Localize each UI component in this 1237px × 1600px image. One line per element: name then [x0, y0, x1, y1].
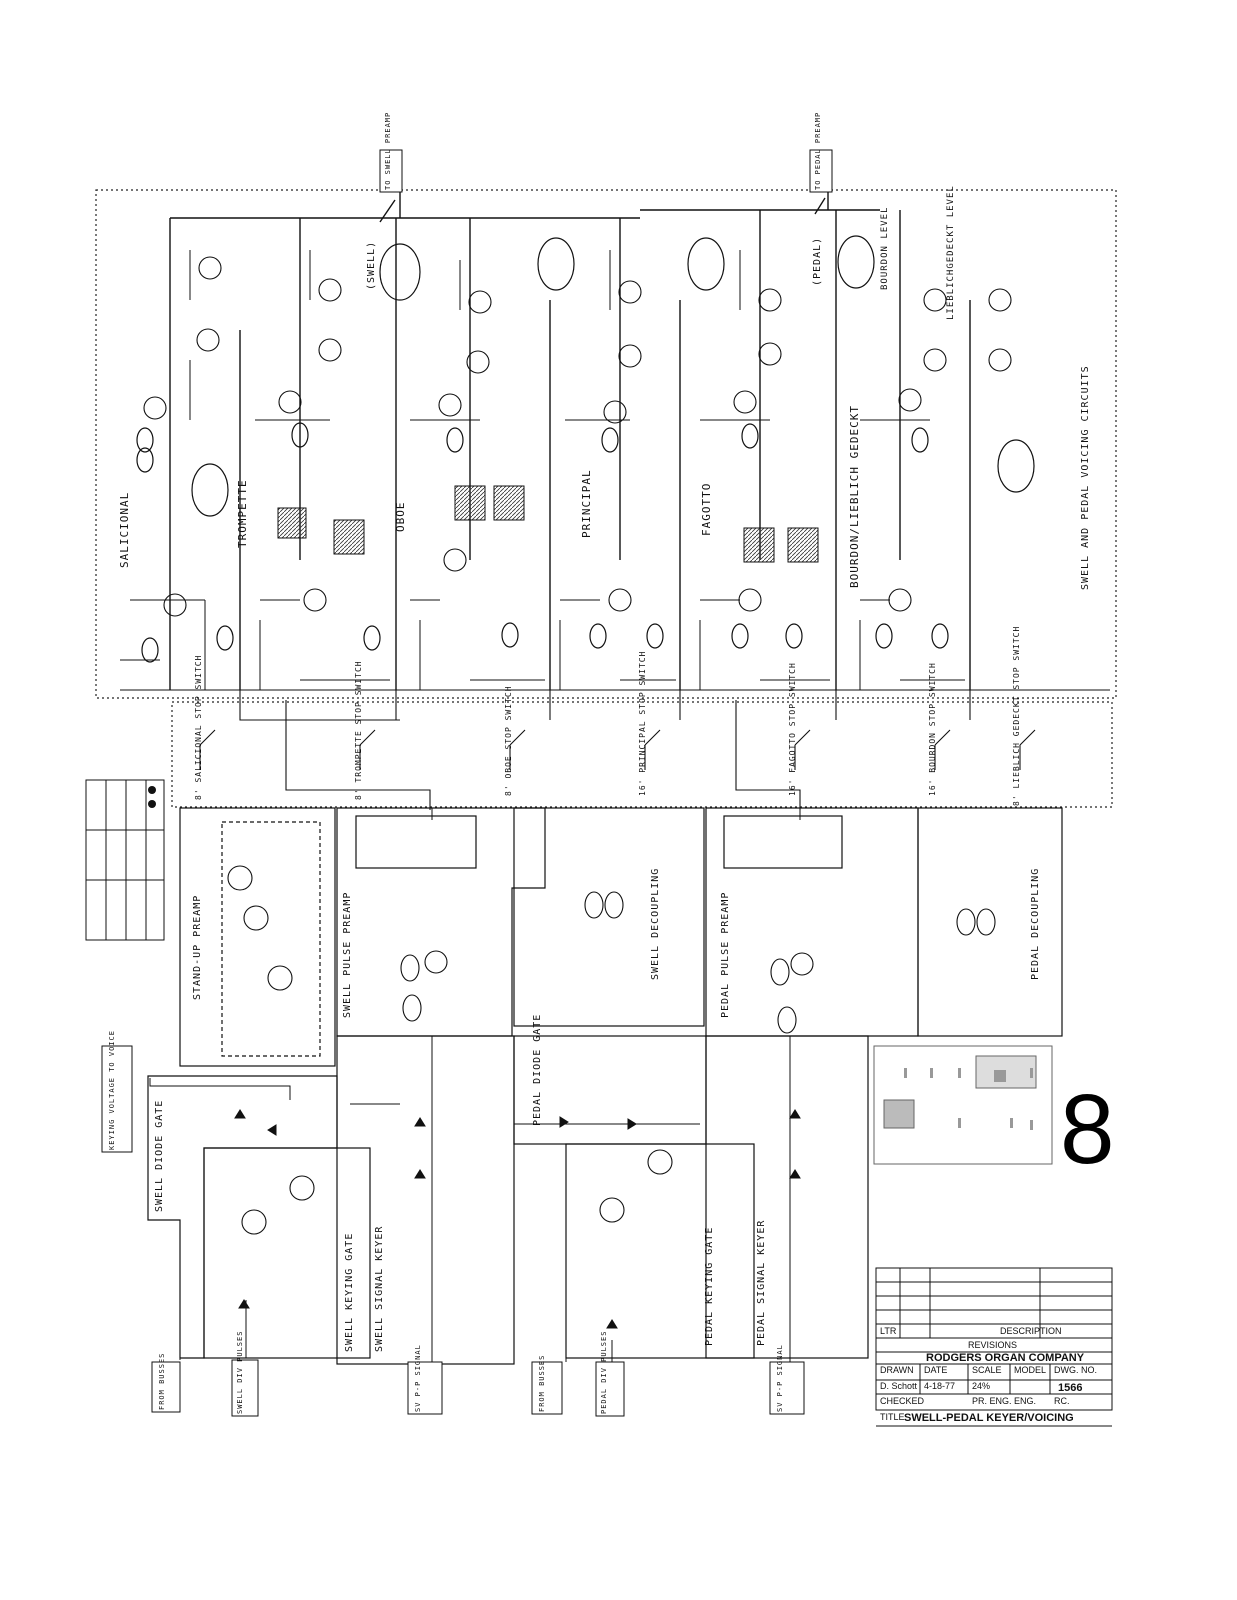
- drawing-title: SWELL-PEDAL KEYER/VOICING: [904, 1412, 1074, 1424]
- lieblich-stop-switch: 8' LIEBLICH GEDECKT STOP SWITCH: [1012, 625, 1021, 806]
- standup-preamp-box: [179, 807, 336, 1067]
- stop-switch-board-outline: [171, 701, 1113, 808]
- revision-ltr-label: LTR: [880, 1326, 897, 1336]
- swell-bus-label: (SWELL): [366, 240, 377, 290]
- salicional-label: SALICIONAL: [118, 491, 131, 568]
- swell-div-pulse-tag: [231, 1359, 259, 1417]
- dwg-no-value: 1566: [1058, 1382, 1082, 1394]
- bourdon-gedeckt-label: BOURDON/LIEBLICH GEDECKT: [848, 405, 861, 588]
- company-name: RODGERS ORGAN COMPANY: [926, 1352, 1085, 1364]
- from-busses-text: FROM BUSSES: [158, 1352, 166, 1410]
- drawn-label: DRAWN: [880, 1365, 914, 1375]
- from-busses-text-2: FROM BUSSES: [538, 1354, 546, 1412]
- sv-signal-text: SV P-P SIGNAL: [414, 1344, 422, 1412]
- lieblich-level-label: LIEBLICHGEDECKT LEVEL: [946, 185, 956, 320]
- fagotto-stop-switch: 16' FAGOTTO STOP SWITCH: [788, 662, 797, 796]
- pedal-preamp-tag: [809, 149, 833, 193]
- dwg-no-label: DWG. NO.: [1054, 1365, 1097, 1375]
- pedal-keying-gate-box: [565, 1143, 755, 1359]
- keying-voltage-tag: [101, 1045, 133, 1153]
- voicing-title: SWELL AND PEDAL VOICING CIRCUITS: [1080, 365, 1091, 590]
- parts-table: [85, 779, 165, 941]
- sv-signal-tag: [407, 1361, 443, 1415]
- pedal-diode-gate-label: PEDAL DIODE GATE: [532, 1013, 543, 1126]
- pedal-keying-gate-label: PEDAL KEYING GATE: [704, 1226, 715, 1346]
- component-layout-thumbnail: [873, 1045, 1053, 1165]
- swell-keying-gate-label: SWELL KEYING GATE: [344, 1232, 355, 1352]
- pedal-signal-keyer-label: PEDAL SIGNAL KEYER: [756, 1219, 767, 1346]
- pedal-bus-label: (PEDAL): [812, 236, 823, 286]
- eng-label: ENG.: [1014, 1396, 1036, 1406]
- to-swell-preamp-text: TO SWELL PREAMP: [384, 111, 392, 190]
- pedal-pulse-preamp-label: PEDAL PULSE PREAMP: [720, 891, 731, 1018]
- trompette-stop-switch: 8' TROMPETTE STOP SWITCH: [354, 660, 363, 800]
- date-label: DATE: [924, 1365, 947, 1375]
- bourdon-level-label: BOURDON LEVEL: [880, 206, 890, 290]
- salicional-stop-switch: 8' SALICIONAL STOP SWITCH: [194, 654, 203, 800]
- from-busses-tag-2: [531, 1361, 563, 1415]
- principal-label: PRINCIPAL: [580, 469, 593, 538]
- principal-stop-switch: 16' PRINCIPAL STOP SWITCH: [638, 650, 647, 796]
- keying-voltage-text: KEYING VOLTAGE TO VOICE: [108, 1030, 116, 1150]
- swell-diode-gate-label: SWELL DIODE GATE: [154, 1099, 165, 1212]
- bourdon-stop-switch: 16' BOURDON STOP SWITCH: [928, 662, 937, 796]
- swell-pulse-preamp-label: SWELL PULSE PREAMP: [342, 891, 353, 1018]
- drawn-by: D. Schott: [880, 1381, 918, 1391]
- revision-description-label: DESCRIPTION: [1000, 1326, 1062, 1336]
- pedal-pulse-preamp-box: [705, 807, 919, 1037]
- pedal-decoupling-label: PEDAL DECOUPLING: [1030, 867, 1041, 980]
- swell-div-pulse-text: SWELL DIV PULSES: [236, 1330, 244, 1414]
- standup-preamp-label: STAND-UP PREAMP: [192, 894, 203, 1000]
- drawn-date: 4-18-77: [924, 1381, 955, 1391]
- oboe-label: OBOE: [394, 501, 407, 533]
- pedal-sv-signal-text: SV P-P SIGNAL: [776, 1344, 784, 1412]
- title-block: [875, 1267, 1113, 1411]
- pr-eng-label: PR. ENG.: [972, 1396, 1012, 1406]
- oboe-stop-switch: 8' OBOE STOP SWITCH: [504, 685, 513, 796]
- fagotto-label: FAGOTTO: [700, 482, 713, 536]
- trompette-label: TROMPETTE: [236, 479, 249, 548]
- revisions-label: REVISIONS: [968, 1340, 1017, 1350]
- swell-preamp-tag: [379, 149, 403, 193]
- title-label: TITLE: [880, 1412, 905, 1422]
- model-label: MODEL: [1014, 1365, 1046, 1375]
- swell-signal-keyer-box: [336, 1035, 515, 1365]
- scale-label: SCALE: [972, 1365, 1002, 1375]
- swell-signal-keyer-label: SWELL SIGNAL KEYER: [374, 1225, 385, 1352]
- swell-decoupling-box: [513, 807, 705, 1027]
- scale-value: 24%: [972, 1381, 990, 1391]
- pedal-signal-keyer-box: [705, 1035, 869, 1359]
- checked-label: CHECKED: [880, 1396, 925, 1406]
- rc-label: RC.: [1054, 1396, 1070, 1406]
- pedal-decoupling-box: [917, 807, 1063, 1037]
- from-busses-tag: [151, 1361, 181, 1413]
- pedal-sv-signal-tag: [769, 1361, 805, 1415]
- swell-diode-gate-box: [147, 1075, 338, 1359]
- voicing-board-outline: [95, 189, 1117, 699]
- pedal-div-pulse-tag: [595, 1361, 625, 1417]
- swell-decoupling-label: SWELL DECOUPLING: [650, 867, 661, 980]
- pedal-div-pulse-text: PEDAL DIV PULSES: [600, 1330, 608, 1414]
- to-pedal-preamp-text: TO PEDAL PREAMP: [814, 111, 822, 190]
- page-number: 8: [1060, 1074, 1115, 1184]
